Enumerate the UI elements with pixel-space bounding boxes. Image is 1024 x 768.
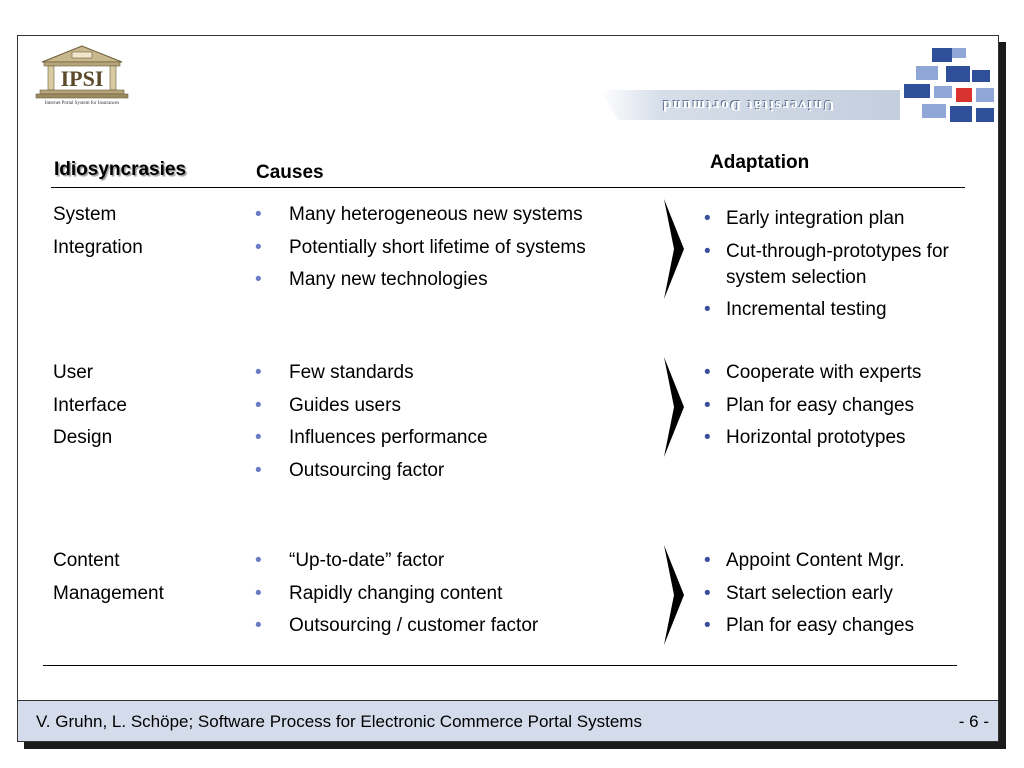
list-item: Few standards — [255, 357, 488, 390]
university-banner — [600, 90, 900, 120]
list-item: Many new technologies — [255, 264, 586, 297]
page-number: - 6 - — [958, 712, 989, 731]
list-item: Start selection early — [704, 581, 994, 607]
content-divider — [43, 665, 957, 666]
list-item: Plan for easy changes — [704, 613, 994, 639]
list-item: Guides users — [255, 390, 488, 423]
adaptations-list: Early integration plan Cut-through-proto… — [704, 206, 976, 330]
logo-caption: Internet Portal System for Insurances — [44, 101, 120, 106]
idiosyncrasy-label: Content Management — [53, 550, 164, 604]
list-item: Cut-through-prototypes for system select… — [704, 239, 976, 291]
university-name: Universität Dortmund — [661, 97, 835, 113]
list-item: Cooperate with experts — [704, 360, 994, 386]
causes-list: “Up-to-date” factor Rapidly changing con… — [255, 545, 538, 643]
arrow-right-icon — [664, 199, 684, 299]
arrow-right-icon — [664, 357, 684, 457]
list-item: Rapidly changing content — [255, 578, 538, 611]
header-divider — [51, 187, 965, 188]
footer-bar: V. Gruhn, L. Schöpe; Software Process fo… — [18, 700, 998, 741]
slide: IPSI Internet Portal System for Insuranc… — [17, 35, 999, 742]
idiosyncrasy-label: User Interface Design — [53, 362, 127, 448]
column-header-idiosyncrasies: Idiosyncrasies — [54, 159, 187, 180]
list-item: Potentially short lifetime of systems — [255, 232, 586, 265]
ipsi-logo: IPSI Internet Portal System for Insuranc… — [32, 44, 132, 110]
column-header-adaptation: Adaptation — [710, 152, 810, 173]
causes-list: Many heterogeneous new systems Potential… — [255, 199, 586, 297]
column-header-causes: Causes — [256, 162, 324, 183]
svg-text:IPSI: IPSI — [61, 66, 104, 91]
arrow-right-icon — [664, 545, 684, 645]
adaptations-list: Appoint Content Mgr. Start selection ear… — [704, 548, 994, 646]
footer-citation: V. Gruhn, L. Schöpe; Software Process fo… — [36, 712, 642, 731]
idiosyncrasy-label: System Integration — [53, 204, 143, 258]
list-item: Many heterogeneous new systems — [255, 199, 586, 232]
university-logo-icon — [904, 48, 994, 122]
adaptations-list: Cooperate with experts Plan for easy cha… — [704, 360, 994, 458]
list-item: Outsourcing / customer factor — [255, 610, 538, 643]
list-item: Incremental testing — [704, 297, 976, 323]
list-item: Early integration plan — [704, 206, 976, 232]
list-item: Outsourcing factor — [255, 455, 488, 488]
list-item: Influences performance — [255, 422, 488, 455]
causes-list: Few standards Guides users Influences pe… — [255, 357, 488, 487]
temple-logo-icon: IPSI — [35, 45, 129, 99]
list-item: “Up-to-date” factor — [255, 545, 538, 578]
list-item: Horizontal prototypes — [704, 425, 994, 451]
list-item: Plan for easy changes — [704, 393, 994, 419]
list-item: Appoint Content Mgr. — [704, 548, 994, 574]
